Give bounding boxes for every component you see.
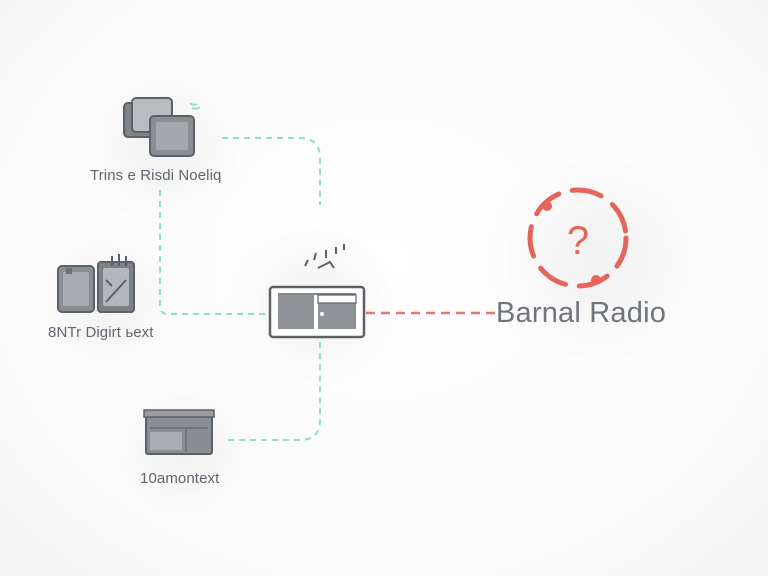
server-rack-icon: [143, 409, 215, 455]
stacked-devices-icon: [123, 97, 201, 157]
connectors: [159, 137, 321, 441]
node-label-left: 8NTr Digirt ьext: [48, 324, 154, 341]
destination-label: Barnal Radio: [496, 297, 667, 329]
connector-left-to-hub: [159, 190, 268, 315]
node-label-top: Trins e Risdi Noeliq: [90, 167, 222, 184]
svg-text:?: ?: [567, 219, 589, 263]
connector-top-to-hub: [222, 137, 321, 205]
connector-bottom-to-hub: [228, 340, 321, 441]
question-circle-icon: ?: [527, 187, 629, 289]
tablet-pair-icon: [57, 254, 135, 313]
node-label-bottom: 10amontext: [140, 470, 220, 487]
radio-hub-icon: [268, 244, 366, 339]
